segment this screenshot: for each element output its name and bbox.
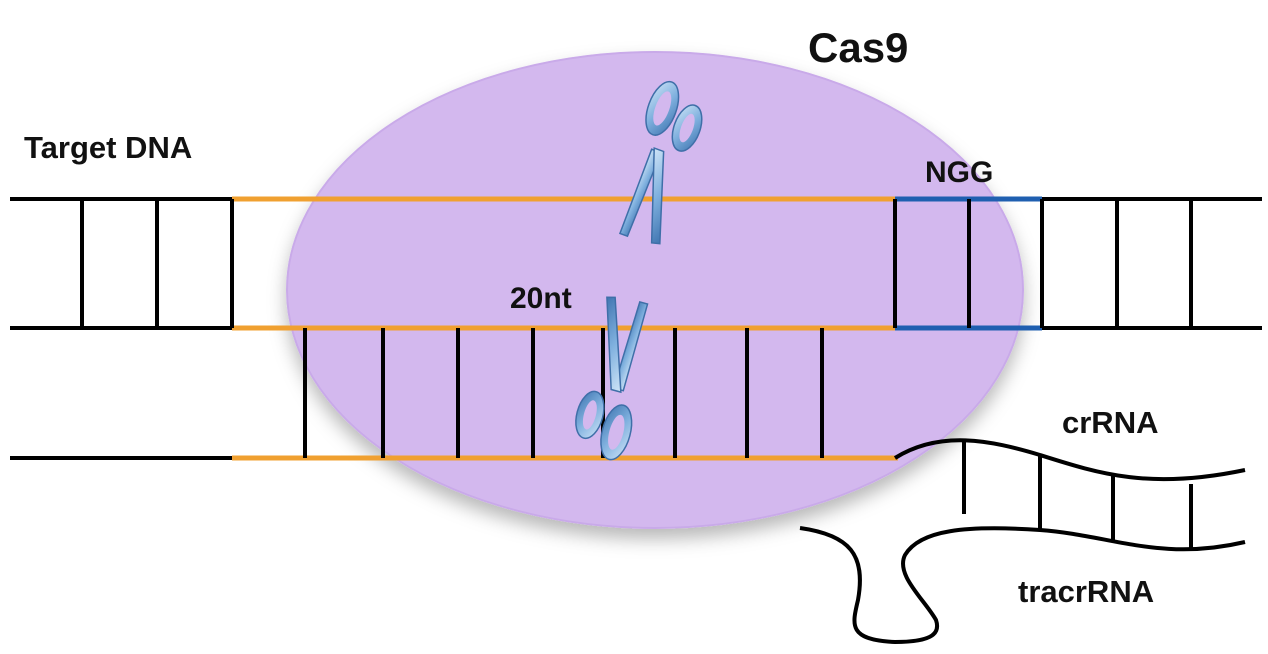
scissors-icon-bottom [575,296,649,461]
crrna-tracrrna-rungs [962,442,1193,550]
guide-pairing-rungs [303,328,824,458]
right-dna-rungs [1115,199,1193,328]
scissors-icon-top [618,80,703,245]
20nt-label: 20nt [510,282,572,315]
crrna-strand [893,438,1246,482]
target-dna-label: Target DNA [24,130,192,165]
tracrrna-label: tracrRNA [1018,574,1154,609]
tracrrna-strand [799,526,1246,645]
cas9-protein [286,51,1024,529]
pam-rungs [893,199,1044,328]
ngg-label: NGG [925,156,993,189]
cas9-label: Cas9 [808,24,908,71]
left-dna-rungs [80,199,234,328]
crrna-label: crRNA [1062,405,1158,440]
